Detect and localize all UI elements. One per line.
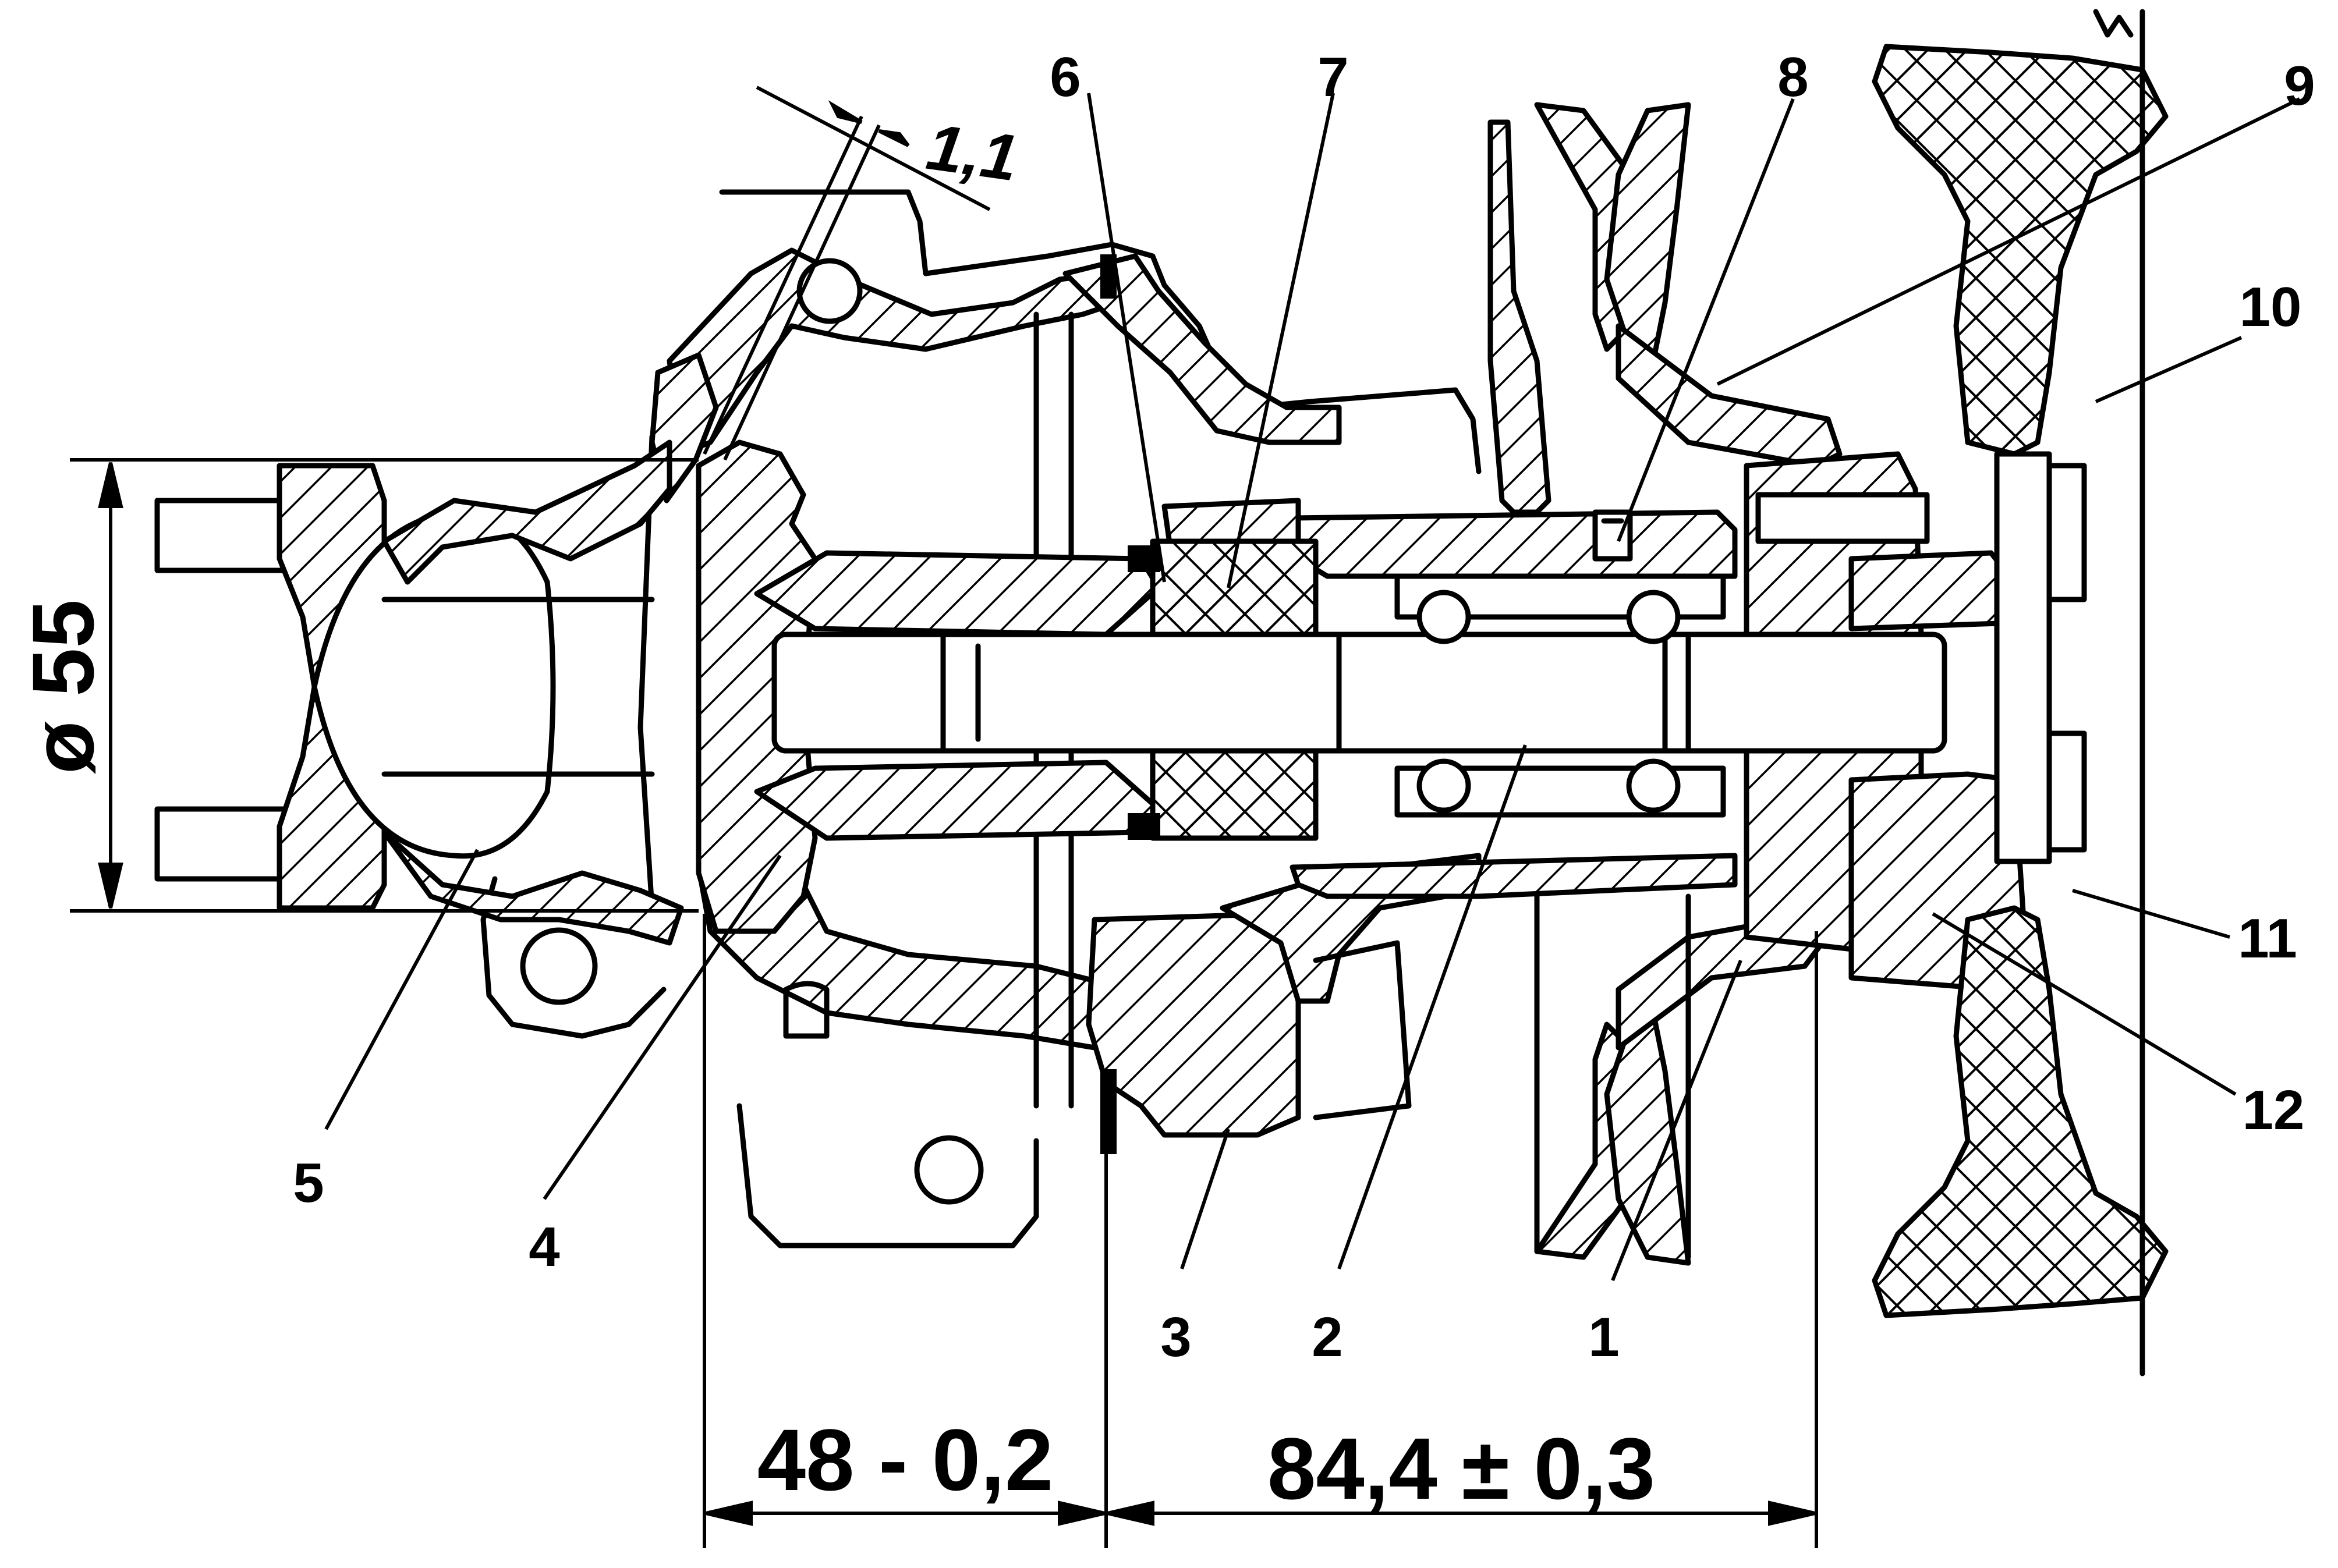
dimension-length-right: 84,4 ± 0,3 [1267,1420,1655,1517]
dimension-length-left: 48 - 0,2 [757,1411,1054,1509]
dimension-diameter: ø 55 [14,599,112,774]
callout-3: 3 [1160,1306,1191,1368]
callout-12: 12 [2243,1079,2305,1141]
callout-9: 9 [2284,55,2315,117]
dimension-gap: 1,1 [923,110,1023,194]
mounting-hole-left [520,927,598,1005]
impeller [696,439,1161,934]
callout-labels: 1 2 3 4 5 6 7 8 9 10 11 12 [293,46,2315,1368]
callout-10: 10 [2240,276,2302,338]
bearing-unit [1394,573,1726,818]
flange-bolt-head [2046,463,2087,602]
impeller-hub [154,439,684,946]
fan [1872,9,2169,1377]
mounting-hole-bottom [914,1135,984,1205]
callout-2: 2 [1312,1306,1342,1368]
shaft-seal [1128,538,1319,841]
fan-flange [1848,451,2087,992]
flange-washer [1994,451,2052,864]
bearing-ball [1416,590,1471,644]
hub-bolt [1755,492,1930,544]
callout-11: 11 [2238,907,2297,970]
callout-7: 7 [1317,46,1348,108]
callout-4: 4 [529,1216,559,1278]
bearing-ball [1626,590,1681,644]
bearing-ball [1626,758,1681,813]
dimension-lines [70,86,1818,1548]
pulley [1487,102,1843,1266]
dimension-labels: ø 55 1,1 48 - 0,2 84,4 ± 0,3 [14,110,1655,1517]
pump-housing [480,189,1482,1248]
bearing-ball [1416,758,1471,813]
flange-bolt-head [2046,730,2087,853]
callout-5: 5 [293,1152,324,1214]
leader-lines [324,93,2301,1282]
shaft [771,632,1947,754]
callout-8: 8 [1777,46,1808,108]
housing-boss [796,258,863,324]
grease-plug [1592,509,1633,562]
callout-6: 6 [1050,46,1081,108]
callout-1: 1 [1588,1306,1619,1368]
